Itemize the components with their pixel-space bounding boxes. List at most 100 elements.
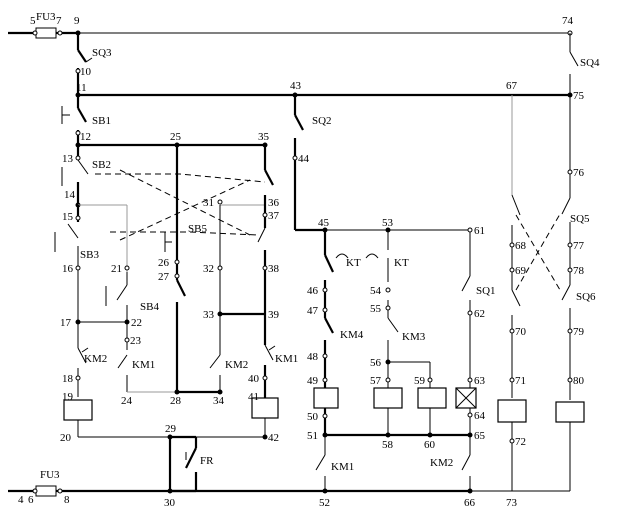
node-74: 74: [562, 15, 574, 27]
coil-ya: [497, 399, 527, 423]
node-46: 46: [307, 285, 319, 297]
node-14: 14: [64, 189, 76, 201]
label-sq5: SQ5: [570, 213, 590, 225]
node-50: 50: [307, 411, 319, 423]
node-47: 47: [307, 305, 319, 317]
node-53: 53: [382, 217, 394, 229]
mechanical-links: [95, 169, 561, 291]
node-19: 19: [62, 391, 74, 403]
label-km1-c: KM1: [331, 461, 354, 473]
node-35: 35: [258, 131, 270, 143]
node-17: 17: [60, 317, 72, 329]
node-13: 13: [62, 153, 74, 165]
node-32: 32: [203, 263, 214, 275]
branch-sq2: [292, 92, 470, 233]
branch-570: [555, 33, 585, 491]
node-38: 38: [268, 263, 280, 275]
node-5b: 5: [30, 15, 36, 27]
node-67: 67: [506, 80, 518, 92]
node-61: 61: [474, 225, 485, 237]
node-41: 41: [248, 391, 259, 403]
label-sb2: SB2: [92, 159, 111, 171]
terminals: [32, 30, 573, 494]
bottom-rail: [8, 485, 570, 497]
label-km1-b: KM1: [275, 353, 298, 365]
node-62: 62: [474, 308, 485, 320]
node-9: 9: [74, 15, 80, 27]
node-75: 75: [573, 90, 585, 102]
node-64: 64: [474, 410, 486, 422]
label-km2-b: KM2: [225, 359, 248, 371]
node-36: 36: [268, 197, 280, 209]
branch-mid: [164, 142, 220, 395]
node-51: 51: [307, 430, 318, 442]
node-33: 33: [203, 309, 215, 321]
label-sb4: SB4: [140, 301, 159, 313]
node-27: 27: [158, 271, 170, 283]
label-sb3: SB3: [80, 249, 99, 261]
branch-512: [497, 95, 527, 491]
node-49: 49: [307, 375, 319, 387]
node-11: 11: [76, 82, 87, 94]
label-sq2: SQ2: [312, 115, 332, 127]
node-15: 15: [62, 211, 74, 223]
node-65: 65: [474, 430, 486, 442]
fuse-top-symbol: [35, 27, 57, 39]
node-56: 56: [370, 357, 382, 369]
node-18: 18: [62, 373, 74, 385]
label-km4: KM4: [340, 329, 364, 341]
fuse-bottom-label: FU3: [40, 469, 60, 481]
node-58: 58: [382, 439, 394, 451]
node-60: 60: [424, 439, 436, 451]
label-sq4: SQ4: [580, 57, 600, 69]
node-22: 22: [131, 317, 142, 329]
node-30: 30: [164, 497, 176, 509]
label-fr: FR: [200, 455, 214, 467]
node-29: 29: [165, 423, 177, 435]
node-44: 44: [298, 153, 310, 165]
branch-sb4: [105, 272, 177, 393]
branch-220: [209, 204, 265, 395]
node-28: 28: [170, 395, 182, 407]
node-34: 34: [213, 395, 225, 407]
node-80: 80: [573, 375, 585, 387]
node-72: 72: [515, 436, 526, 448]
label-sb1: SB1: [92, 115, 111, 127]
node-25: 25: [170, 131, 182, 143]
branch-fr: [167, 434, 198, 493]
node-69: 69: [515, 265, 527, 277]
node-57: 57: [370, 375, 382, 387]
node-79: 79: [573, 326, 585, 338]
node-77: 77: [573, 240, 585, 252]
label-kt-2: KT: [394, 257, 409, 269]
node-73: 73: [506, 497, 518, 509]
node-24: 24: [121, 395, 133, 407]
node-8: 8: [64, 494, 70, 506]
label-sb5: SB5: [188, 223, 207, 235]
node-10: 10: [80, 66, 92, 78]
node-39: 39: [268, 309, 280, 321]
label-sq1: SQ1: [476, 285, 496, 297]
node-43: 43: [290, 80, 302, 92]
node-63: 63: [474, 375, 486, 387]
label-km2-a: KM2: [84, 353, 107, 365]
node-76: 76: [573, 167, 585, 179]
label-km2-c: KM2: [430, 457, 453, 469]
coil-km4: [417, 387, 447, 409]
node-6: 6: [28, 494, 34, 506]
node-48: 48: [307, 351, 319, 363]
node-31: 31: [203, 197, 214, 209]
fuse-bottom-symbol: [35, 485, 57, 497]
node-66: 66: [464, 497, 476, 509]
coil-km3: [313, 387, 339, 409]
node-54: 54: [370, 285, 382, 297]
node-12: 12: [80, 131, 91, 143]
node-40: 40: [248, 373, 260, 385]
coil-kt: [373, 387, 403, 409]
node-7: 7: [56, 15, 62, 27]
branch-left: [54, 33, 570, 438]
branch-388: [335, 227, 447, 438]
node-52: 52: [319, 497, 330, 509]
